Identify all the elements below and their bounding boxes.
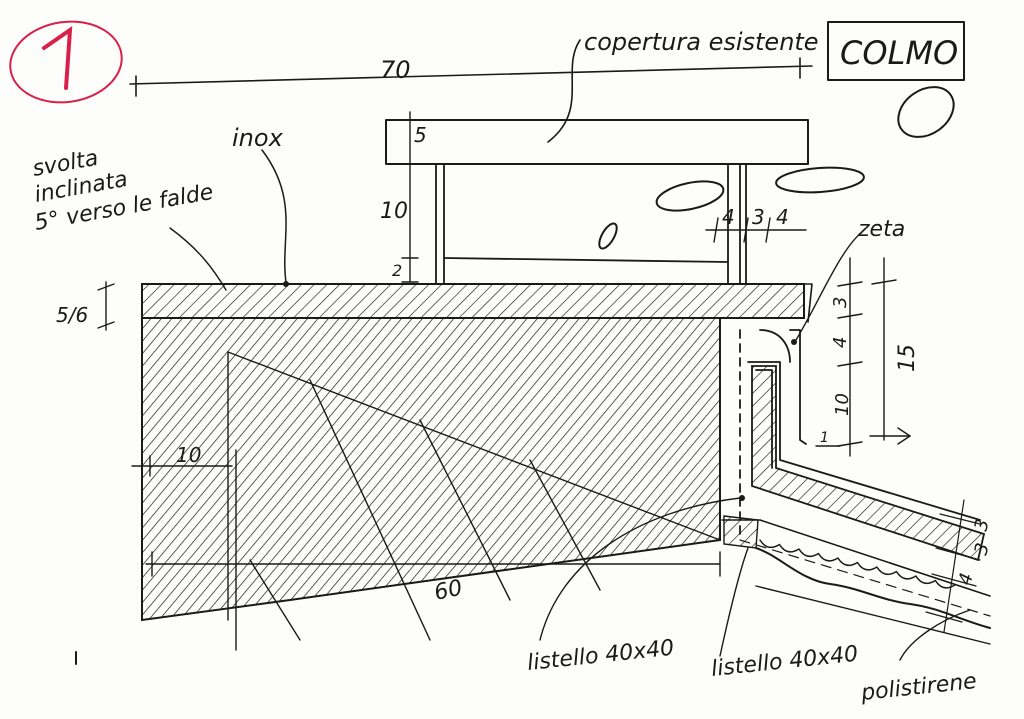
leader-svolta (169, 227, 227, 291)
label-polistirene: polistirene (859, 669, 978, 706)
leader-copertura (547, 39, 581, 143)
label-copertura: copertura esistente (584, 28, 819, 56)
dim-left-10: 10 (176, 443, 201, 467)
dim-slope-3b: 3 (971, 541, 994, 557)
leader-zeta (795, 231, 863, 341)
sheet-number-marker (9, 20, 123, 104)
dim-spacing-b: 3 (752, 205, 765, 229)
leader-listello-2 (719, 547, 749, 657)
dim-base-gap: 2 (392, 261, 402, 280)
dim-spacing-c: 4 (776, 205, 789, 229)
dim-sheet-thickness: 5/6 (56, 303, 88, 327)
label-zeta: zeta (857, 217, 905, 242)
metal-plate (141, 283, 805, 319)
dim-total-width-label: 70 (380, 56, 411, 84)
decorative-scribbles (598, 86, 955, 250)
ridge-cap (385, 119, 809, 165)
label-inox: inox (232, 124, 284, 152)
dimension-sheet-thickness (97, 281, 115, 331)
dimension-total-width (129, 57, 813, 97)
leader-polistirene (899, 609, 971, 661)
block-construction-lines (227, 351, 721, 651)
dim-slope-4: 4 (955, 571, 978, 587)
leader-listello-1 (539, 497, 741, 641)
label-listello-2: listello 40x40 (710, 642, 859, 682)
leader-inox (261, 149, 287, 283)
dim-spacing-a: 4 (722, 205, 735, 229)
dim-slope-3a: 3 (971, 517, 994, 533)
dimension-bottom (131, 455, 721, 577)
slope-plate (751, 365, 986, 562)
dim-cap-thickness: 5 (414, 123, 427, 147)
dim-side-15: 15 (895, 344, 920, 372)
dim-bottom-60: 60 (432, 576, 465, 606)
sheet-number: 1 (58, 83, 59, 85)
dim-post-height: 10 (380, 199, 408, 224)
dim-side-3: 3 (830, 297, 851, 308)
title-text: COLMO (840, 34, 958, 72)
dimension-slope (925, 499, 981, 633)
dim-side-1: 1 (820, 430, 829, 446)
support-posts (435, 163, 747, 285)
dimension-side (815, 257, 911, 457)
title-box (827, 21, 965, 81)
dimension-post-height (401, 163, 419, 283)
label-listello-1: listello 40x40 (526, 636, 675, 676)
dim-side-4: 4 (830, 337, 851, 348)
dimension-spacing (705, 217, 807, 243)
dim-side-10: 10 (832, 393, 853, 416)
